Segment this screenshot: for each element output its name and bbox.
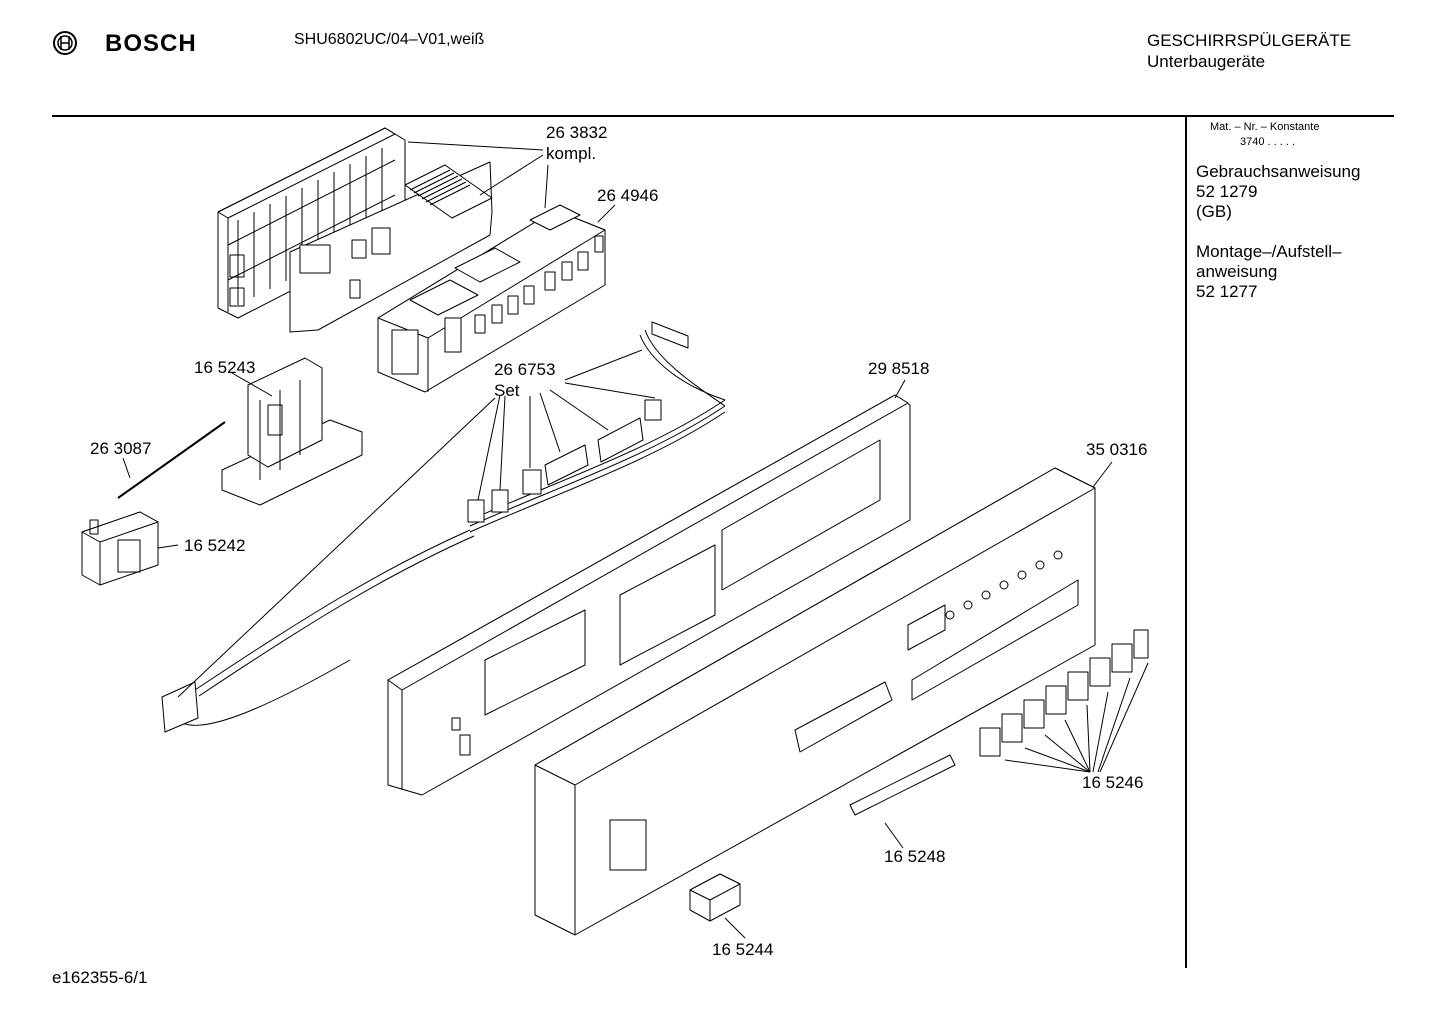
label-165244: 16 5244 [712, 940, 774, 959]
part-165243-bracket [222, 358, 362, 505]
label-298518: 29 8518 [868, 359, 930, 378]
install-title-line1: Montage–/Aufstell– [1196, 242, 1342, 261]
header-divider [52, 115, 1394, 117]
part-298518-panel-frame [388, 395, 910, 795]
part-264946-buttons [475, 236, 603, 333]
part-165246-button-row [980, 630, 1148, 756]
label-266753: 26 6753 [494, 360, 556, 379]
drawing-id: e162355-6/1 [52, 968, 148, 987]
part-263832-frame [218, 128, 405, 318]
category-title: GESCHIRRSPÜLGERÄTE [1147, 31, 1352, 50]
label-263832: 26 3832 [546, 123, 608, 142]
part-263087-rod [118, 422, 225, 498]
part-165248-strip [850, 755, 955, 815]
label-264946: 26 4946 [597, 186, 659, 205]
label-263087: 26 3087 [90, 439, 152, 458]
exploded-parts-diagram [0, 0, 1180, 1000]
label-350316: 35 0316 [1086, 440, 1148, 459]
manual-title: Gebrauchsanweisung [1196, 162, 1361, 181]
model-number: SHU6802UC/04–V01,weiß [294, 31, 485, 48]
part-165242-switch [82, 512, 158, 585]
sidebar-divider [1185, 116, 1187, 968]
bosch-logo-icon [53, 31, 77, 55]
brand-name: BOSCH [105, 30, 197, 57]
part-350316-leds [946, 551, 1062, 619]
subcategory-title: Unterbaugeräte [1147, 52, 1266, 71]
label-165246: 16 5246 [1082, 773, 1144, 792]
label-263832-note: kompl. [546, 144, 597, 163]
part-350316-fascia [535, 468, 1095, 935]
label-165248: 16 5248 [884, 847, 946, 866]
label-165242: 16 5242 [184, 536, 246, 555]
manual-language: (GB) [1196, 202, 1232, 221]
part-264946-control-module [378, 205, 605, 392]
install-title-line2: anweisung [1196, 262, 1278, 281]
label-165243: 16 5243 [194, 358, 256, 377]
leader-lines [123, 142, 1148, 938]
part-pcb-board [290, 162, 492, 332]
part-266753-wiring-harness [162, 322, 725, 732]
mat-nr-value: 3740 . . . . . [1240, 136, 1296, 148]
install-number: 52 1277 [1196, 282, 1258, 301]
manual-number: 52 1279 [1196, 182, 1258, 201]
mat-nr-label: Mat. – Nr. – Konstante [1210, 121, 1320, 133]
part-165244-knob [690, 874, 740, 921]
label-266753-note: Set [494, 381, 520, 400]
